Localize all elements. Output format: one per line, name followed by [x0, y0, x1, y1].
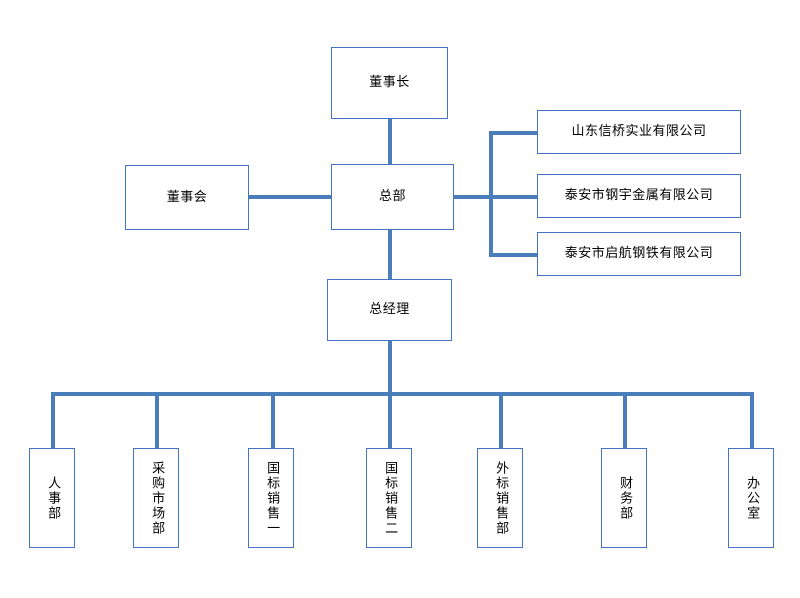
node-general-manager[interactable]: 总经理 — [327, 279, 452, 341]
connector-spine-to-subsidiary-3 — [489, 253, 539, 257]
connector-board-to-headquarters — [248, 195, 334, 199]
node-department-4[interactable]: 国标销售二 — [366, 448, 412, 548]
node-department-7[interactable]: 办公室 — [728, 448, 774, 548]
node-department-7-label: 办公室 — [744, 475, 760, 521]
connector-spine-to-subsidiary-1 — [489, 131, 539, 135]
node-department-1[interactable]: 人事部 — [29, 448, 75, 548]
node-subsidiary-1-label: 山东信桥实业有限公司 — [571, 124, 707, 140]
node-headquarters[interactable]: 总部 — [331, 164, 454, 230]
node-board-of-directors-label: 董事会 — [166, 189, 208, 205]
node-board-of-directors[interactable]: 董事会 — [125, 165, 249, 230]
node-department-3-label: 国标销售一 — [264, 460, 280, 536]
node-headquarters-label: 总部 — [378, 189, 406, 205]
connector-chairman-to-headquarters — [388, 118, 392, 168]
connector-trunk-to-department-6 — [623, 392, 627, 448]
connector-headquarters-to-subsidiary-spine — [453, 195, 495, 199]
connector-department-trunk — [51, 392, 753, 396]
node-chairman-label: 董事长 — [369, 75, 410, 91]
node-department-2-label: 采购市场部 — [149, 460, 165, 536]
node-general-manager-label: 总经理 — [369, 302, 410, 318]
node-department-2[interactable]: 采购市场部 — [133, 448, 179, 548]
node-chairman[interactable]: 董事长 — [331, 47, 448, 119]
connector-trunk-to-department-7 — [750, 392, 754, 448]
connector-trunk-to-department-2 — [155, 392, 159, 448]
node-department-5-label: 外标销售部 — [493, 460, 509, 536]
node-department-1-label: 人事部 — [45, 475, 61, 521]
connector-trunk-to-department-5 — [499, 392, 503, 448]
connector-spine-to-subsidiary-2 — [489, 195, 539, 199]
connector-headquarters-to-general-manager — [388, 228, 392, 280]
node-subsidiary-2-label: 泰安市钢宇金属有限公司 — [564, 188, 714, 204]
node-department-4-label: 国标销售二 — [382, 460, 398, 536]
node-subsidiary-3[interactable]: 泰安市启航钢铁有限公司 — [537, 232, 741, 276]
connector-trunk-to-department-3 — [271, 392, 275, 448]
node-department-6[interactable]: 财务部 — [601, 448, 647, 548]
node-subsidiary-2[interactable]: 泰安市钢宇金属有限公司 — [537, 174, 741, 218]
connector-trunk-to-department-1 — [51, 392, 55, 448]
node-subsidiary-1[interactable]: 山东信桥实业有限公司 — [537, 110, 741, 154]
node-department-6-label: 财务部 — [617, 475, 633, 521]
node-department-5[interactable]: 外标销售部 — [477, 448, 523, 548]
connector-trunk-to-department-4 — [388, 392, 392, 448]
connector-general-manager-to-trunk — [388, 340, 392, 396]
node-department-3[interactable]: 国标销售一 — [248, 448, 294, 548]
connector-subsidiary-spine — [489, 131, 493, 257]
node-subsidiary-3-label: 泰安市启航钢铁有限公司 — [564, 246, 714, 262]
